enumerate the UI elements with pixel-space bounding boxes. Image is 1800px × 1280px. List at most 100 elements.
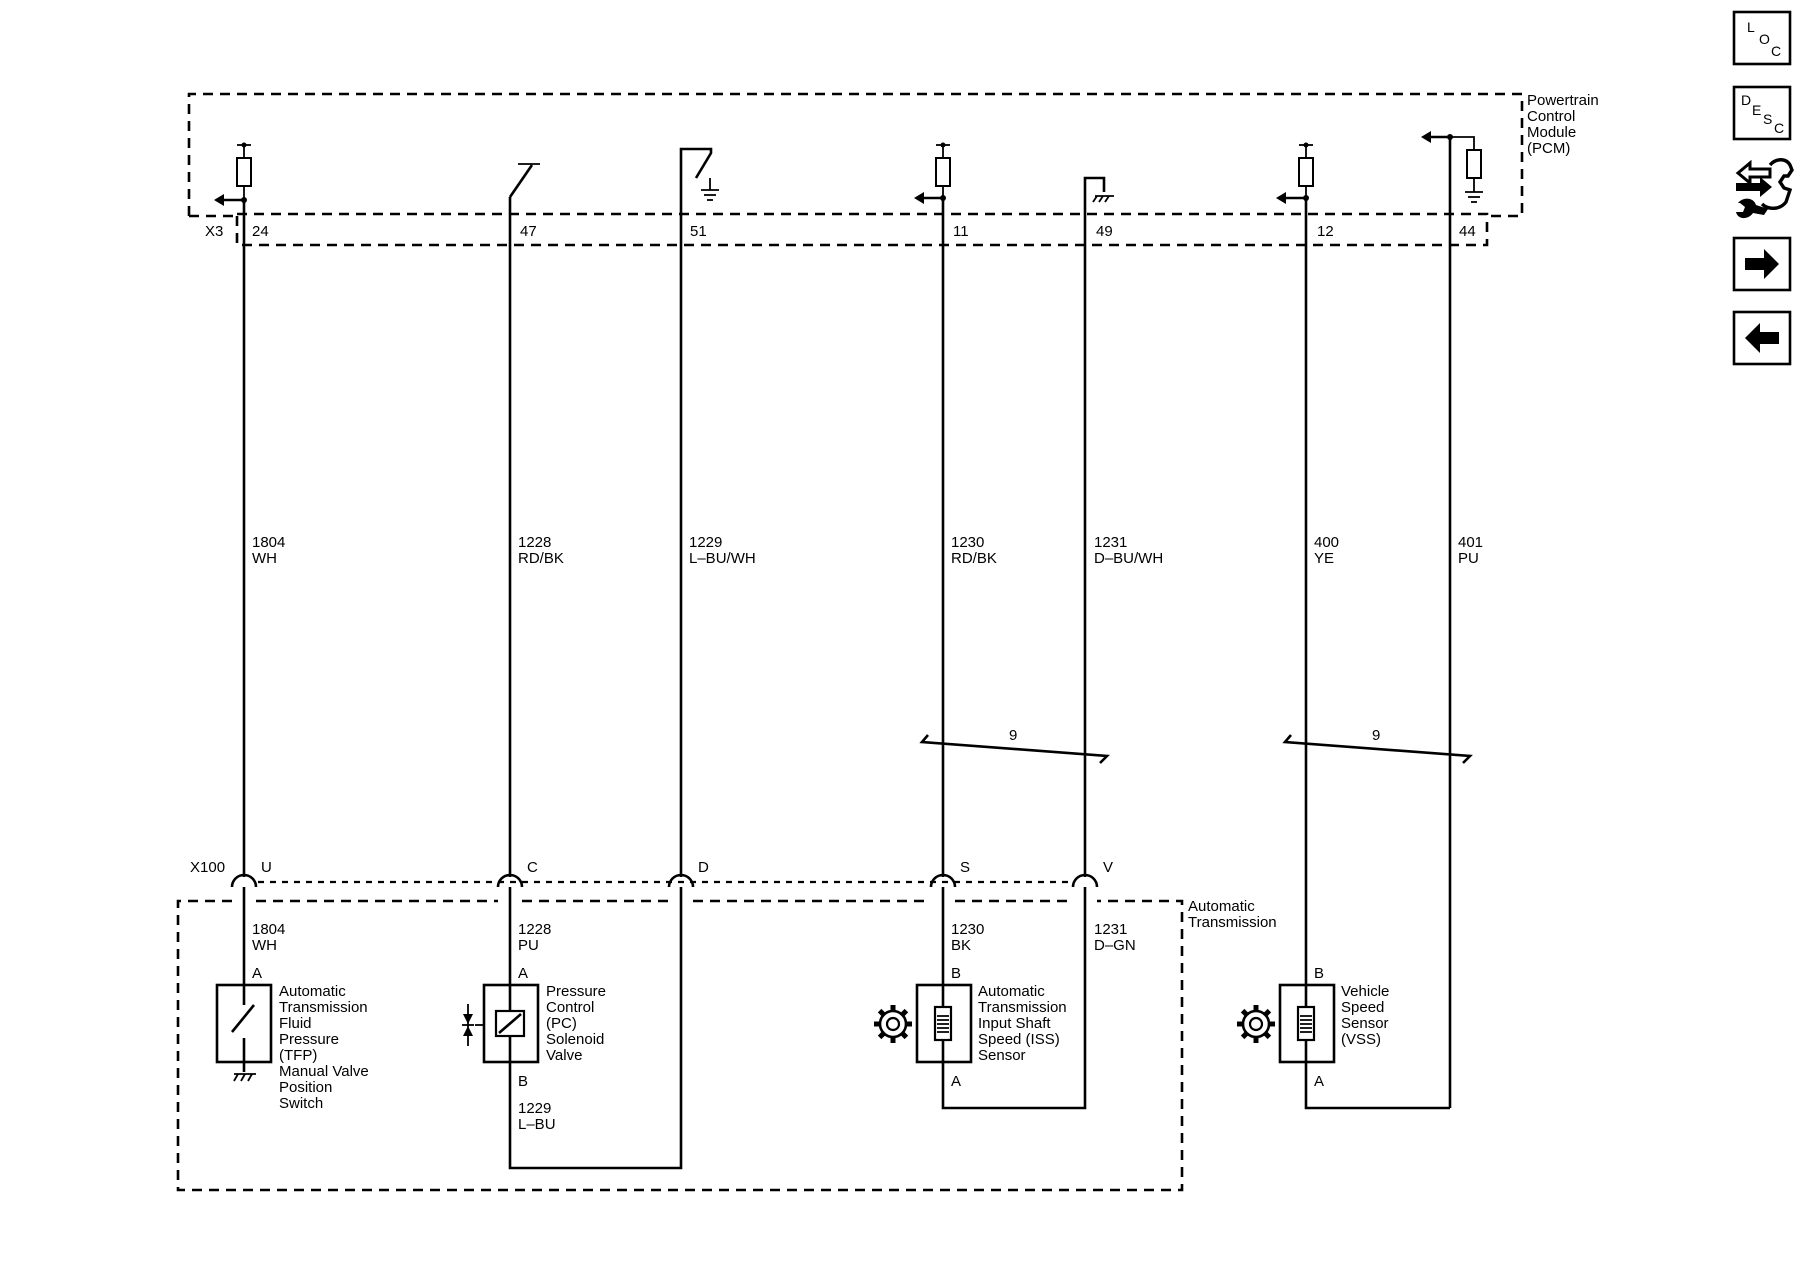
x100-pin-s: S xyxy=(960,859,970,876)
transmission-label-line-1: Automatic xyxy=(1188,898,1255,915)
pcm-pullup-resistor-24 xyxy=(214,142,252,206)
tfp-label-line-5: (TFP) xyxy=(279,1047,317,1064)
twist-count-vss: 9 xyxy=(1372,727,1380,744)
lower-circuit-number-1804: 1804 xyxy=(252,921,285,938)
pcm-label-line-2: Control xyxy=(1527,108,1575,125)
vss-label-line-1: Vehicle xyxy=(1341,983,1389,1000)
pin-11: 11 xyxy=(953,223,969,240)
circuit-number-1229: 1229 xyxy=(689,534,722,551)
circuit-number-1231: 1231 xyxy=(1094,534,1127,551)
circuit-labels-lower: 1804 WH 1228 PU 1230 BK 1231 D–GN 1229 L… xyxy=(252,921,1136,1133)
gear-icon xyxy=(874,1005,912,1043)
desc-letter-c: C xyxy=(1774,120,1784,136)
iss-label-line-4: Speed (ISS) xyxy=(978,1031,1060,1048)
circuit-color-400: YE xyxy=(1314,550,1334,567)
vss-terminal-b: B xyxy=(1314,965,1324,982)
pc-label-line-3: (PC) xyxy=(546,1015,577,1032)
twisted-pair-iss: 9 xyxy=(919,727,1110,764)
pin-47: 47 xyxy=(520,223,537,240)
x100-pin-c: C xyxy=(527,859,538,876)
tfp-label-line-7: Position xyxy=(279,1079,332,1096)
lower-circuit-number-1228: 1228 xyxy=(518,921,551,938)
lower-circuit-number-1231: 1231 xyxy=(1094,921,1127,938)
pcm-ground-51 xyxy=(679,147,719,245)
x100-connector: X100 U C D S V xyxy=(190,859,1113,888)
pcm-chassis-ground-49 xyxy=(1083,176,1114,245)
tfp-label-line-8: Switch xyxy=(279,1095,323,1112)
iss-label-line-1: Automatic xyxy=(978,983,1045,1000)
arrow-right-icon xyxy=(1745,249,1779,279)
x100-pin-v: V xyxy=(1103,859,1113,876)
lower-circuit-color-1228: PU xyxy=(518,937,539,954)
tfp-label-line-3: Fluid xyxy=(279,1015,312,1032)
lower-circuit-color-1231: D–GN xyxy=(1094,937,1136,954)
connector-wrench-button[interactable] xyxy=(1735,158,1794,219)
pcm-pulldown-resistor-44 xyxy=(1421,131,1483,203)
twisted-pair-vss: 9 xyxy=(1282,727,1473,764)
x100-pin-d: D xyxy=(698,859,709,876)
x3-pin-numbers: 24 47 51 11 49 12 44 xyxy=(252,223,1476,240)
lower-circuit-color-1230: BK xyxy=(951,937,971,954)
vss-label-line-4: (VSS) xyxy=(1341,1031,1381,1048)
tfp-label-line-2: Transmission xyxy=(279,999,368,1016)
connector-wrench-icon xyxy=(1735,158,1794,219)
pin-44: 44 xyxy=(1459,223,1476,240)
circuit-number-1228: 1228 xyxy=(518,534,551,551)
pcm-label-line-1: Powertrain xyxy=(1527,92,1599,109)
circuit-number-1804: 1804 xyxy=(252,534,285,551)
vss-label-line-2: Speed xyxy=(1341,999,1384,1016)
circuit-number-400: 400 xyxy=(1314,534,1339,551)
pin-24: 24 xyxy=(252,223,269,240)
circuit-color-401: PU xyxy=(1458,550,1479,567)
circuit-number-1230: 1230 xyxy=(951,534,984,551)
tfp-terminal-a: A xyxy=(252,965,262,982)
x3-connector-label: X3 xyxy=(205,223,223,240)
x100-connector-label: X100 xyxy=(190,859,225,876)
description-button[interactable]: D E S C xyxy=(1732,85,1792,141)
circuit-wires xyxy=(242,137,1452,1108)
iss-label-line-5: Sensor xyxy=(978,1047,1026,1064)
circuit-wires-lower xyxy=(242,887,1450,1170)
vss-terminal-a: A xyxy=(1314,1073,1324,1090)
pc-label-line-2: Control xyxy=(546,999,594,1016)
circuit-color-1229: L–BU/WH xyxy=(689,550,756,567)
circuit-color-1804: WH xyxy=(252,550,277,567)
pc-terminal-a: A xyxy=(518,965,528,982)
lower-circuit-color-1804: WH xyxy=(252,937,277,954)
iss-terminal-a: A xyxy=(951,1073,961,1090)
iss-sensor: B A Automatic Transmission Input Shaft S… xyxy=(874,965,1067,1090)
twist-count-iss: 9 xyxy=(1009,727,1017,744)
circuit-color-1231: D–BU/WH xyxy=(1094,550,1163,567)
circuit-labels-upper: 1804 WH 1228 RD/BK 1229 L–BU/WH 1230 RD/… xyxy=(252,534,1483,567)
pcm-label-line-4: (PCM) xyxy=(1527,140,1570,157)
pc-label-line-1: Pressure xyxy=(546,983,606,1000)
transmission-module: Automatic Transmission xyxy=(176,898,1277,1192)
desc-letter-e: E xyxy=(1752,102,1761,118)
pin-49: 49 xyxy=(1096,223,1113,240)
vss-label-line-3: Sensor xyxy=(1341,1015,1389,1032)
pc-terminal-b: B xyxy=(518,1073,528,1090)
tfp-label-line-1: Automatic xyxy=(279,983,346,1000)
desc-letter-s: S xyxy=(1763,111,1772,127)
loc-letter-o: O xyxy=(1759,31,1770,47)
pcm-pullup-resistor-11 xyxy=(914,142,951,204)
next-page-button[interactable] xyxy=(1732,236,1792,292)
vss-sensor: B A Vehicle Speed Sensor (VSS) xyxy=(1237,965,1389,1090)
pin-51: 51 xyxy=(690,223,707,240)
lower-circuit-color-1229: L–BU xyxy=(518,1116,556,1133)
circuit-color-1230: RD/BK xyxy=(951,550,997,567)
transmission-label-line-2: Transmission xyxy=(1188,914,1277,931)
pin-12: 12 xyxy=(1317,223,1334,240)
x100-pin-u: U xyxy=(261,859,272,876)
lower-circuit-number-1229: 1229 xyxy=(518,1100,551,1117)
iss-label-line-2: Transmission xyxy=(978,999,1067,1016)
location-button[interactable]: L O C xyxy=(1732,10,1792,66)
gear-icon xyxy=(1237,1005,1275,1043)
pcm-label-line-3: Module xyxy=(1527,124,1576,141)
iss-terminal-b: B xyxy=(951,965,961,982)
lower-circuit-number-1230: 1230 xyxy=(951,921,984,938)
iss-label-line-3: Input Shaft xyxy=(978,1015,1051,1032)
loc-letter-l: L xyxy=(1747,19,1755,35)
previous-page-button[interactable] xyxy=(1732,310,1792,366)
